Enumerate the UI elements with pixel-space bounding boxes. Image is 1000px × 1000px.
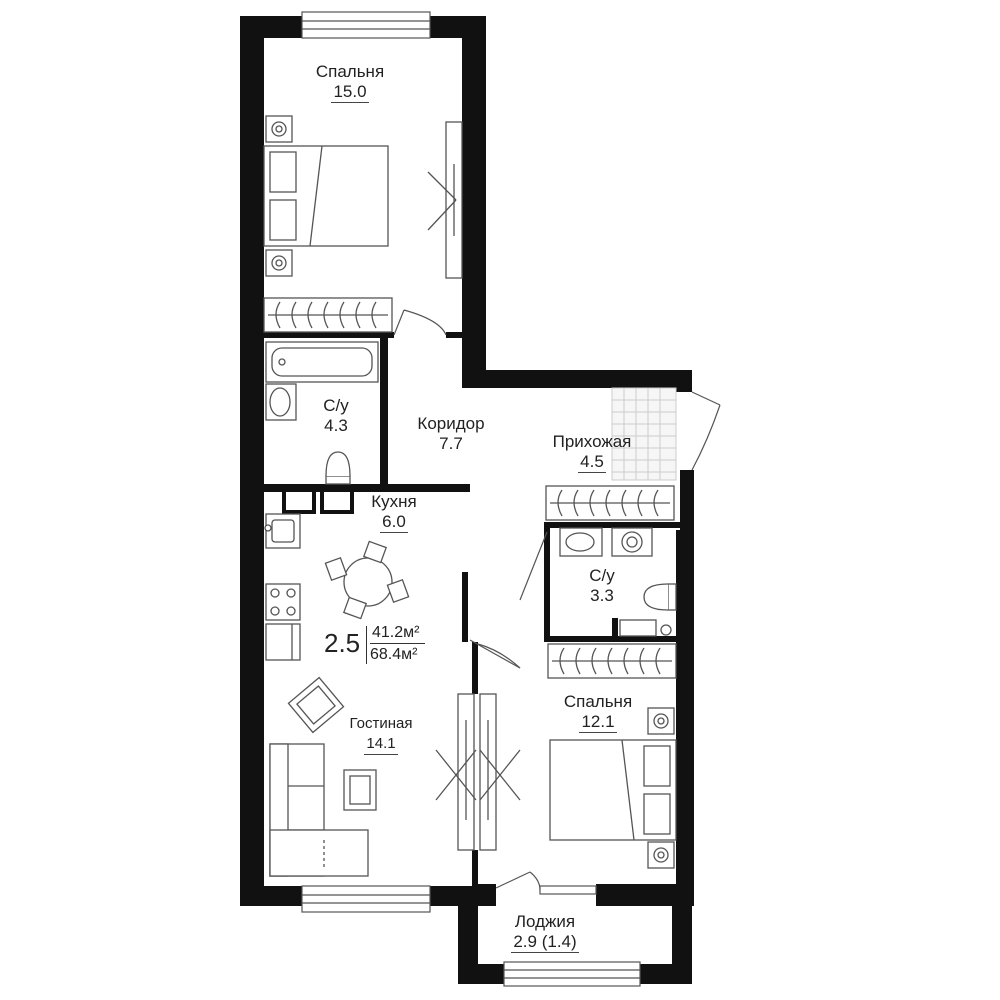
room-name: Спальня <box>315 62 385 81</box>
room-name: С/у <box>589 566 615 585</box>
room-area: 15.0 <box>331 82 369 103</box>
total-area: 68.4м² <box>370 646 418 663</box>
room-area: 3.3 <box>590 586 614 605</box>
room-label-bedroom1: Спальня 15.0 <box>290 62 410 103</box>
room-label-kitchen: Кухня 6.0 <box>346 492 442 533</box>
room-area: 4.5 <box>578 452 606 473</box>
room-name: Коридор <box>417 414 485 433</box>
room-area: 14.1 <box>364 734 398 755</box>
walls <box>240 16 694 984</box>
room-area: 2.9 (1.4) <box>511 932 579 953</box>
living-area: 41.2м² <box>370 624 426 644</box>
windows <box>301 11 641 987</box>
hallway-tiles <box>611 387 677 481</box>
summary-divider <box>366 626 367 664</box>
room-label-bedroom2: Спальня 12.1 <box>540 692 656 733</box>
apartment-summary: 2.5 41.2м² 68.4м² <box>318 622 458 668</box>
room-area: 7.7 <box>439 434 463 453</box>
room-label-corridor: Коридор 7.7 <box>396 414 506 454</box>
room-label-loggia: Лоджия 2.9 (1.4) <box>490 912 600 953</box>
furniture <box>263 115 677 877</box>
room-area: 4.3 <box>324 416 348 435</box>
room-name: Кухня <box>371 492 417 511</box>
room-label-bathroom1: С/у 4.3 <box>296 396 376 436</box>
rooms-count: 2.5 <box>324 628 361 658</box>
doors <box>393 309 721 891</box>
room-name: Гостиная <box>349 715 413 732</box>
room-name: С/у <box>323 396 349 415</box>
room-area: 12.1 <box>579 712 617 733</box>
room-label-bathroom2: С/у 3.3 <box>562 566 642 606</box>
room-label-living: Гостиная 14.1 <box>326 714 436 755</box>
room-name: Спальня <box>563 692 633 711</box>
room-name: Прихожая <box>552 432 632 451</box>
room-label-hallway: Прихожая 4.5 <box>534 432 650 473</box>
room-name: Лоджия <box>514 912 576 931</box>
room-area: 6.0 <box>380 512 408 533</box>
